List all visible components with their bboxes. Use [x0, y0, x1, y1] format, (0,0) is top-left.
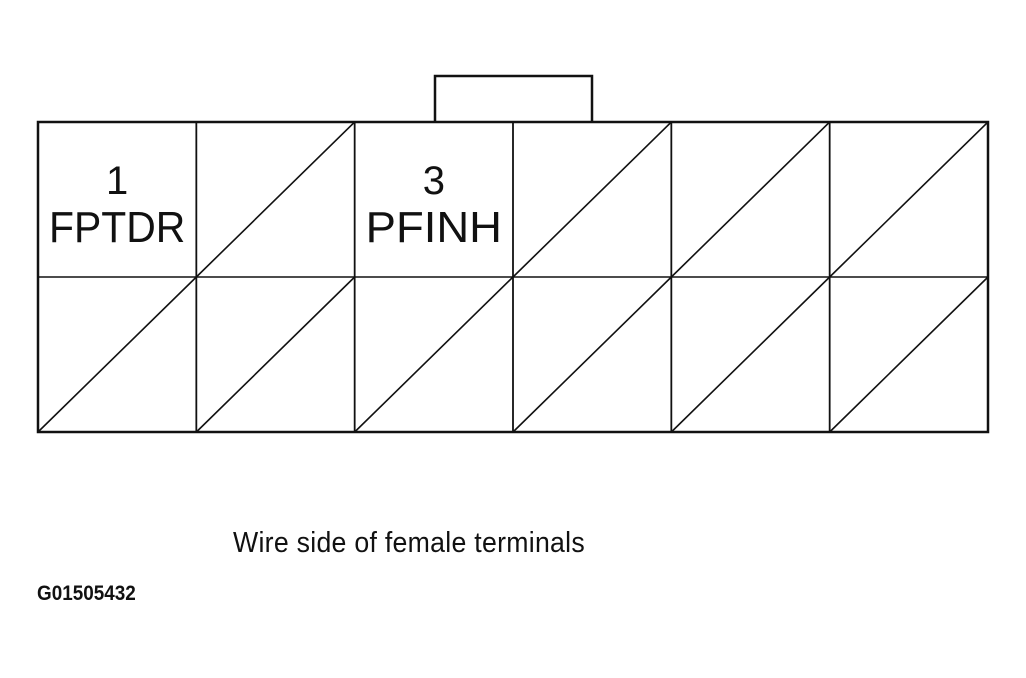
terminal-cell-unused — [829, 276, 989, 433]
terminal-signal: PFINH — [366, 203, 502, 252]
terminal-number: 3 — [423, 159, 445, 203]
terminal-signal: FPTDR — [49, 203, 185, 252]
unused-slash-icon — [670, 276, 831, 433]
terminal-number: 1 — [106, 159, 128, 203]
unused-slash-icon — [37, 276, 197, 433]
terminal-cell-unused — [37, 276, 197, 433]
terminal-cell-unused — [670, 276, 831, 433]
terminal-cell-unused — [670, 121, 831, 278]
figure-id: G01505432 — [37, 582, 136, 605]
terminal-cell-unused — [354, 276, 514, 433]
unused-slash-icon — [354, 276, 514, 433]
terminal-cell-unused — [512, 276, 672, 433]
view-caption: Wire side of female terminals — [233, 527, 586, 559]
terminal-cell-unused — [512, 121, 672, 278]
terminal-cell-unused — [829, 121, 989, 278]
unused-slash-icon — [670, 121, 831, 278]
unused-slash-icon — [829, 121, 989, 278]
connector-lock-tab — [433, 74, 594, 122]
unused-slash-icon — [512, 121, 672, 278]
unused-slash-icon — [829, 276, 989, 433]
unused-slash-icon — [195, 276, 356, 433]
unused-slash-icon — [195, 121, 356, 278]
terminal-cell-unused — [195, 121, 356, 278]
terminal-cell-unused — [195, 276, 356, 433]
unused-slash-icon — [512, 276, 672, 433]
